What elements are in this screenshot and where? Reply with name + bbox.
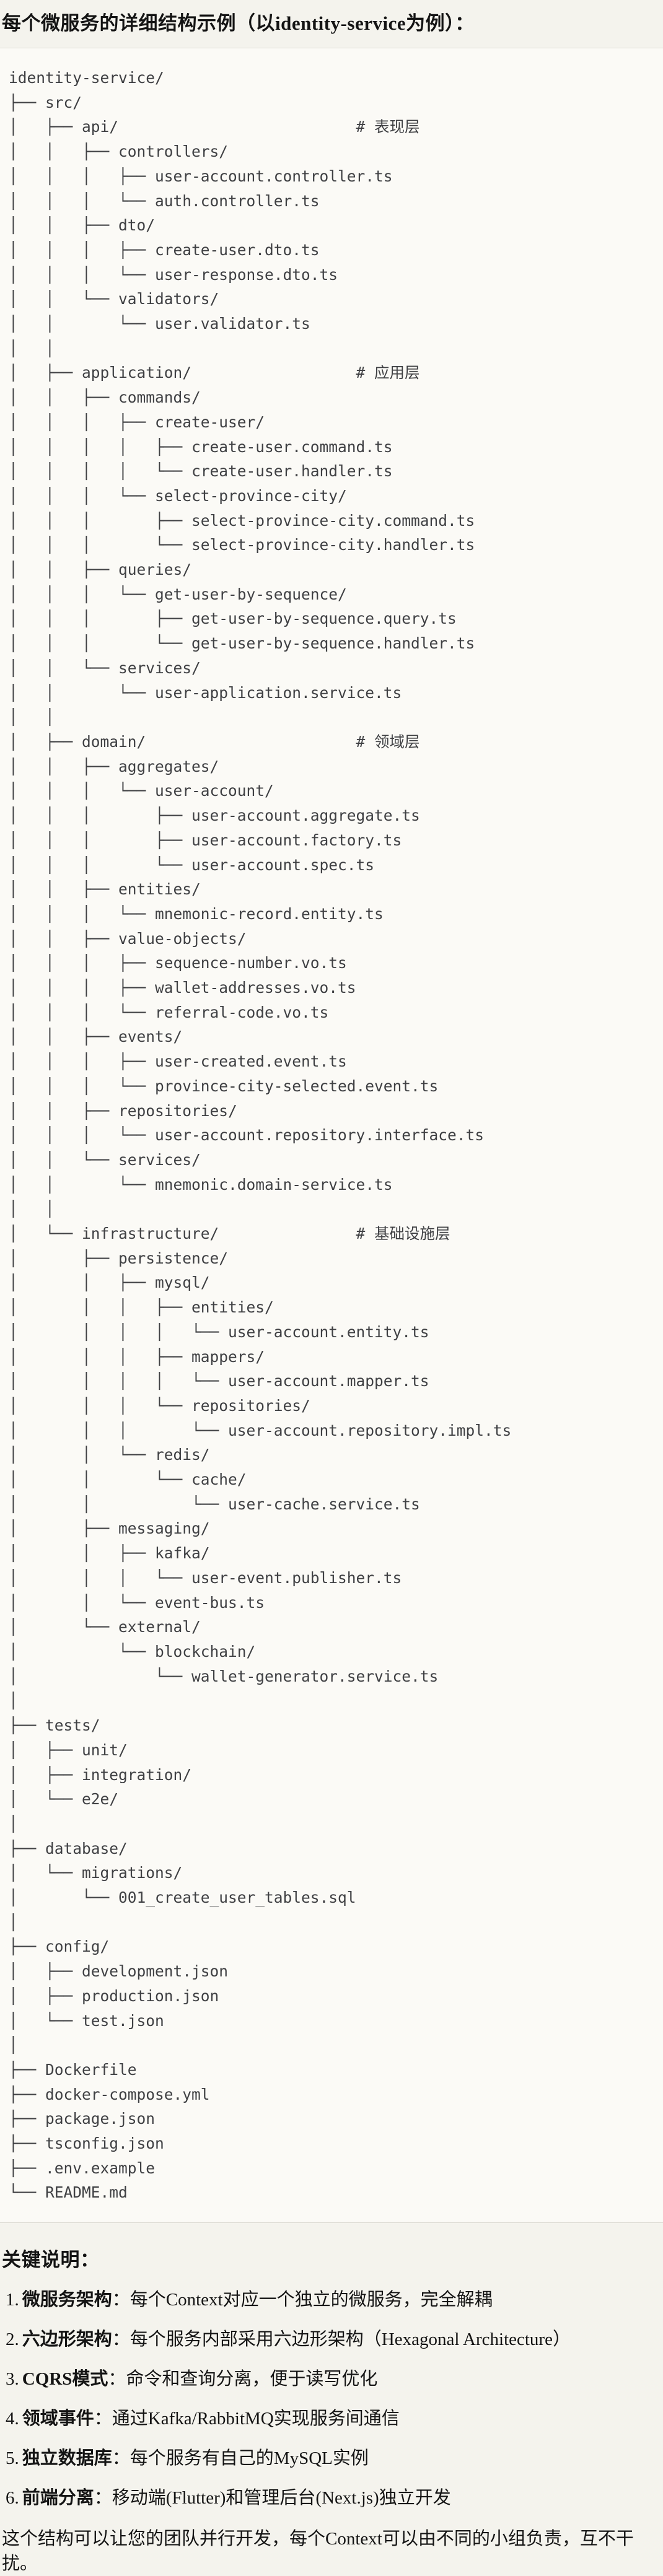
- note-colon: ：: [94, 2488, 112, 2508]
- note-label: 六边形架构: [22, 2329, 112, 2350]
- note-text: 移动端(Flutter)和管理后台(Next.js)独立开发: [112, 2488, 451, 2508]
- note-label: 独立数据库: [22, 2448, 112, 2469]
- directory-tree: identity-service/ ├── src/ │ ├── api/ # …: [9, 69, 512, 2202]
- note-item: 6.前端分离：移动端(Flutter)和管理后台(Next.js)独立开发: [6, 2486, 658, 2510]
- notes-section: 关键说明： 1.微服务架构：每个Context对应一个独立的微服务，完全解耦 2…: [2, 2248, 658, 2576]
- notes-heading: 关键说明：: [2, 2249, 100, 2271]
- note-number: 2.: [6, 2329, 19, 2350]
- note-label: 前端分离: [22, 2488, 94, 2508]
- note-colon: ：: [112, 2329, 130, 2350]
- page-title: 每个微服务的详细结构示例（以identity-service为例）：: [2, 12, 475, 34]
- note-item: 5.独立数据库：每个服务有自己的MySQL实例: [6, 2446, 658, 2471]
- note-text: 每个Context对应一个独立的微服务，完全解耦: [130, 2290, 493, 2310]
- note-colon: ：: [112, 2290, 130, 2310]
- note-label: CQRS模式: [22, 2369, 108, 2390]
- note-item: 2.六边形架构：每个服务内部采用六边形架构（Hexagonal Architec…: [6, 2327, 658, 2352]
- closing-paragraph: 这个结构可以让您的团队并行开发，每个Context可以由不同的小组负责，互不干扰…: [2, 2529, 634, 2574]
- note-item: 3.CQRS模式：命令和查询分离，便于读写优化: [6, 2367, 658, 2391]
- note-number: 1.: [6, 2290, 19, 2310]
- note-colon: ：: [112, 2448, 130, 2469]
- note-number: 4.: [6, 2409, 19, 2429]
- note-text: 每个服务内部采用六边形架构（Hexagonal Architecture）: [130, 2329, 571, 2350]
- note-item: 4.领域事件：通过Kafka/RabbitMQ实现服务间通信: [6, 2406, 658, 2431]
- note-number: 3.: [6, 2369, 19, 2390]
- note-text: 通过Kafka/RabbitMQ实现服务间通信: [112, 2409, 400, 2429]
- note-text: 命令和查询分离，便于读写优化: [126, 2369, 378, 2390]
- note-label: 领域事件: [22, 2409, 94, 2429]
- note-number: 6.: [6, 2488, 19, 2508]
- note-number: 5.: [6, 2448, 19, 2469]
- note-label: 微服务架构: [22, 2290, 112, 2310]
- document-page: 每个微服务的详细结构示例（以identity-service为例）： ident…: [0, 10, 663, 2576]
- note-colon: ：: [94, 2409, 112, 2429]
- note-text: 每个服务有自己的MySQL实例: [130, 2448, 369, 2469]
- note-item: 1.微服务架构：每个Context对应一个独立的微服务，完全解耦: [6, 2287, 658, 2312]
- note-colon: ：: [108, 2369, 126, 2390]
- code-block: identity-service/ ├── src/ │ ├── api/ # …: [0, 48, 663, 2224]
